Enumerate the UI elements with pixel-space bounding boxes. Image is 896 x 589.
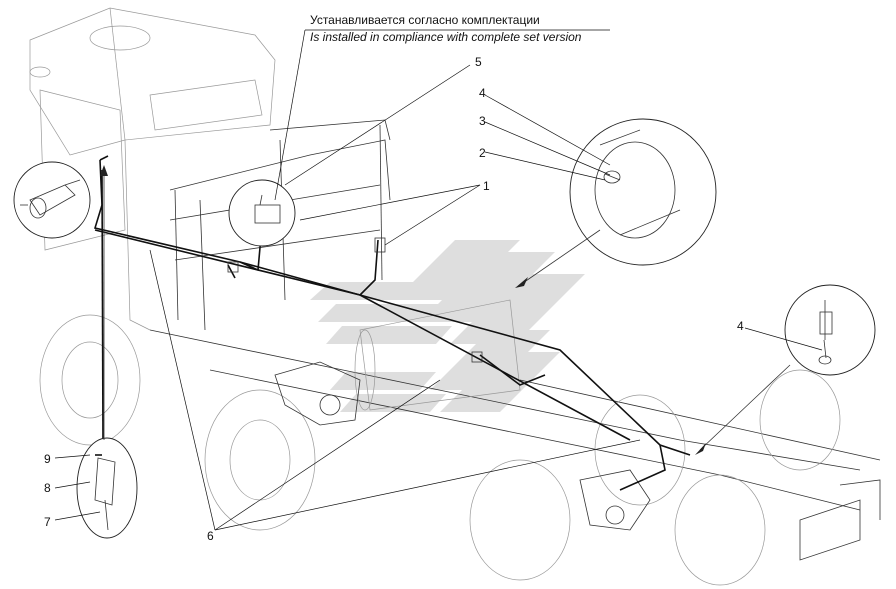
watermark-logo <box>310 240 585 412</box>
callout-9: 9 <box>44 452 51 466</box>
wheels <box>39 314 841 586</box>
fuel-tank <box>354 299 521 411</box>
detail-circle-left <box>13 161 91 239</box>
callout-8: 8 <box>44 481 51 495</box>
callout-2: 2 <box>479 146 486 160</box>
leader-lines <box>54 29 823 531</box>
callout-4-top: 4 <box>479 86 486 100</box>
detail-circle-right <box>784 284 876 376</box>
rear-axle-drive <box>579 469 651 531</box>
pointer-arrows <box>100 165 791 455</box>
detail-circle-right-top <box>569 118 717 266</box>
callout-1: 1 <box>483 179 490 193</box>
transfer-case <box>274 361 361 426</box>
detail-circle-center <box>228 179 296 247</box>
wiring-harness <box>93 155 691 491</box>
callout-6: 6 <box>207 529 214 543</box>
callout-4-right: 4 <box>737 319 744 333</box>
callout-3: 3 <box>479 114 486 128</box>
callout-7: 7 <box>44 515 51 529</box>
detail-circle-bottom-left <box>76 437 138 539</box>
note-ru: Устанавливается согласно комплектации <box>310 13 540 27</box>
callout-5: 5 <box>475 55 482 69</box>
note-en: Is installed in compliance with complete… <box>310 30 582 44</box>
